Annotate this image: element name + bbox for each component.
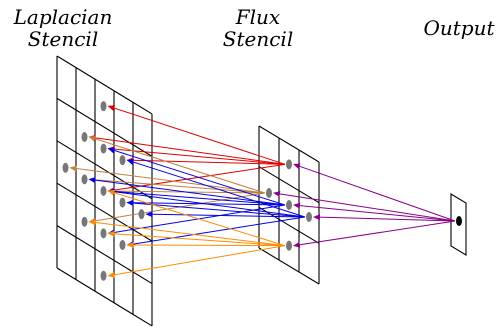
- laplacian-title-line-1: Laplacian: [13, 5, 113, 29]
- flux-grid-row-line: [258, 206, 320, 244]
- flux-to-laplacian-arrow: [107, 105, 286, 165]
- flux-node: [286, 200, 292, 210]
- flux-node: [266, 188, 272, 198]
- laplacian-grid-row-line: [56, 55, 153, 115]
- flux-to-laplacian-arrow: [88, 134, 286, 165]
- flux-to-laplacian-arrow: [107, 163, 286, 194]
- output-to-flux-arrow: [273, 190, 456, 222]
- flux-to-laplacian-arrow: [88, 219, 286, 247]
- laplacian-stencil-title: Laplacian Stencil: [8, 6, 118, 50]
- flux-to-laplacian-arrow: [107, 147, 286, 206]
- flux-to-laplacian-arrow: [107, 204, 286, 236]
- flux-node: [306, 212, 312, 222]
- flux-grid-row-line: [258, 166, 320, 204]
- flux-to-laplacian-arrow: [88, 177, 286, 206]
- laplacian-node: [62, 162, 69, 173]
- laplacian-node: [100, 101, 107, 112]
- output-to-flux-arrow: [293, 220, 456, 248]
- flux-to-laplacian-arrow: [107, 146, 286, 165]
- flux-title-line-2: Stencil: [222, 27, 294, 51]
- flux-to-laplacian-arrow: [126, 159, 306, 218]
- laplacian-grid-row-line: [56, 267, 153, 327]
- output-to-flux-arrow: [293, 163, 456, 222]
- stencil-grids: [56, 55, 467, 327]
- flux-to-laplacian-arrow: [88, 135, 266, 194]
- output-title-line-1: Output: [423, 16, 495, 40]
- flux-node: [286, 159, 292, 170]
- flux-to-laplacian-arrow: [145, 211, 306, 218]
- laplacian-node: [81, 131, 88, 142]
- laplacian-node: [100, 185, 107, 196]
- laplacian-grid-row-line: [56, 225, 153, 285]
- laplacian-node: [100, 143, 107, 154]
- flux-to-laplacian-arrow: [107, 188, 306, 218]
- flux-to-laplacian-arrow: [126, 241, 286, 248]
- flux-to-laplacian-arrow: [69, 165, 266, 194]
- flux-to-laplacian-arrow: [107, 189, 286, 247]
- output-node: [456, 216, 462, 226]
- stencil-nodes: [62, 101, 462, 281]
- laplacian-node: [100, 228, 107, 239]
- output-to-flux-arrow: [293, 202, 456, 222]
- flux-to-laplacian-arrow: [88, 192, 266, 224]
- laplacian-node: [100, 270, 107, 281]
- output-cell: [450, 193, 467, 256]
- flux-to-laplacian-arrow: [107, 188, 286, 206]
- flux-to-laplacian-arrow: [126, 216, 306, 247]
- laplacian-node: [81, 216, 88, 227]
- flux-grid-row-line: [258, 125, 320, 163]
- laplacian-grid-row-line: [56, 182, 153, 242]
- laplacian-node: [119, 197, 126, 208]
- laplacian-node: [81, 174, 88, 185]
- output-title: Output: [418, 17, 500, 39]
- flux-node: [286, 240, 292, 251]
- laplacian-grid-row-line: [56, 140, 153, 200]
- flux-stencil-title: Flux Stencil: [214, 6, 302, 50]
- flux-to-laplacian-arrow: [126, 200, 306, 218]
- flux-to-laplacian-arrow: [107, 245, 286, 278]
- laplacian-node: [119, 155, 126, 166]
- data-flow-arrows: [69, 105, 456, 278]
- flux-to-laplacian-arrow: [126, 157, 286, 165]
- flux-to-laplacian-arrow: [107, 230, 286, 247]
- output-to-flux-arrow: [313, 214, 456, 222]
- laplacian-node: [138, 209, 145, 220]
- flux-to-laplacian-arrow: [88, 176, 266, 194]
- flux-grid-row-line: [258, 247, 320, 285]
- laplacian-title-line-2: Stencil: [27, 27, 99, 51]
- laplacian-grid-row-line: [56, 97, 153, 157]
- laplacian-node: [119, 239, 126, 250]
- flux-title-line-1: Flux: [235, 5, 281, 29]
